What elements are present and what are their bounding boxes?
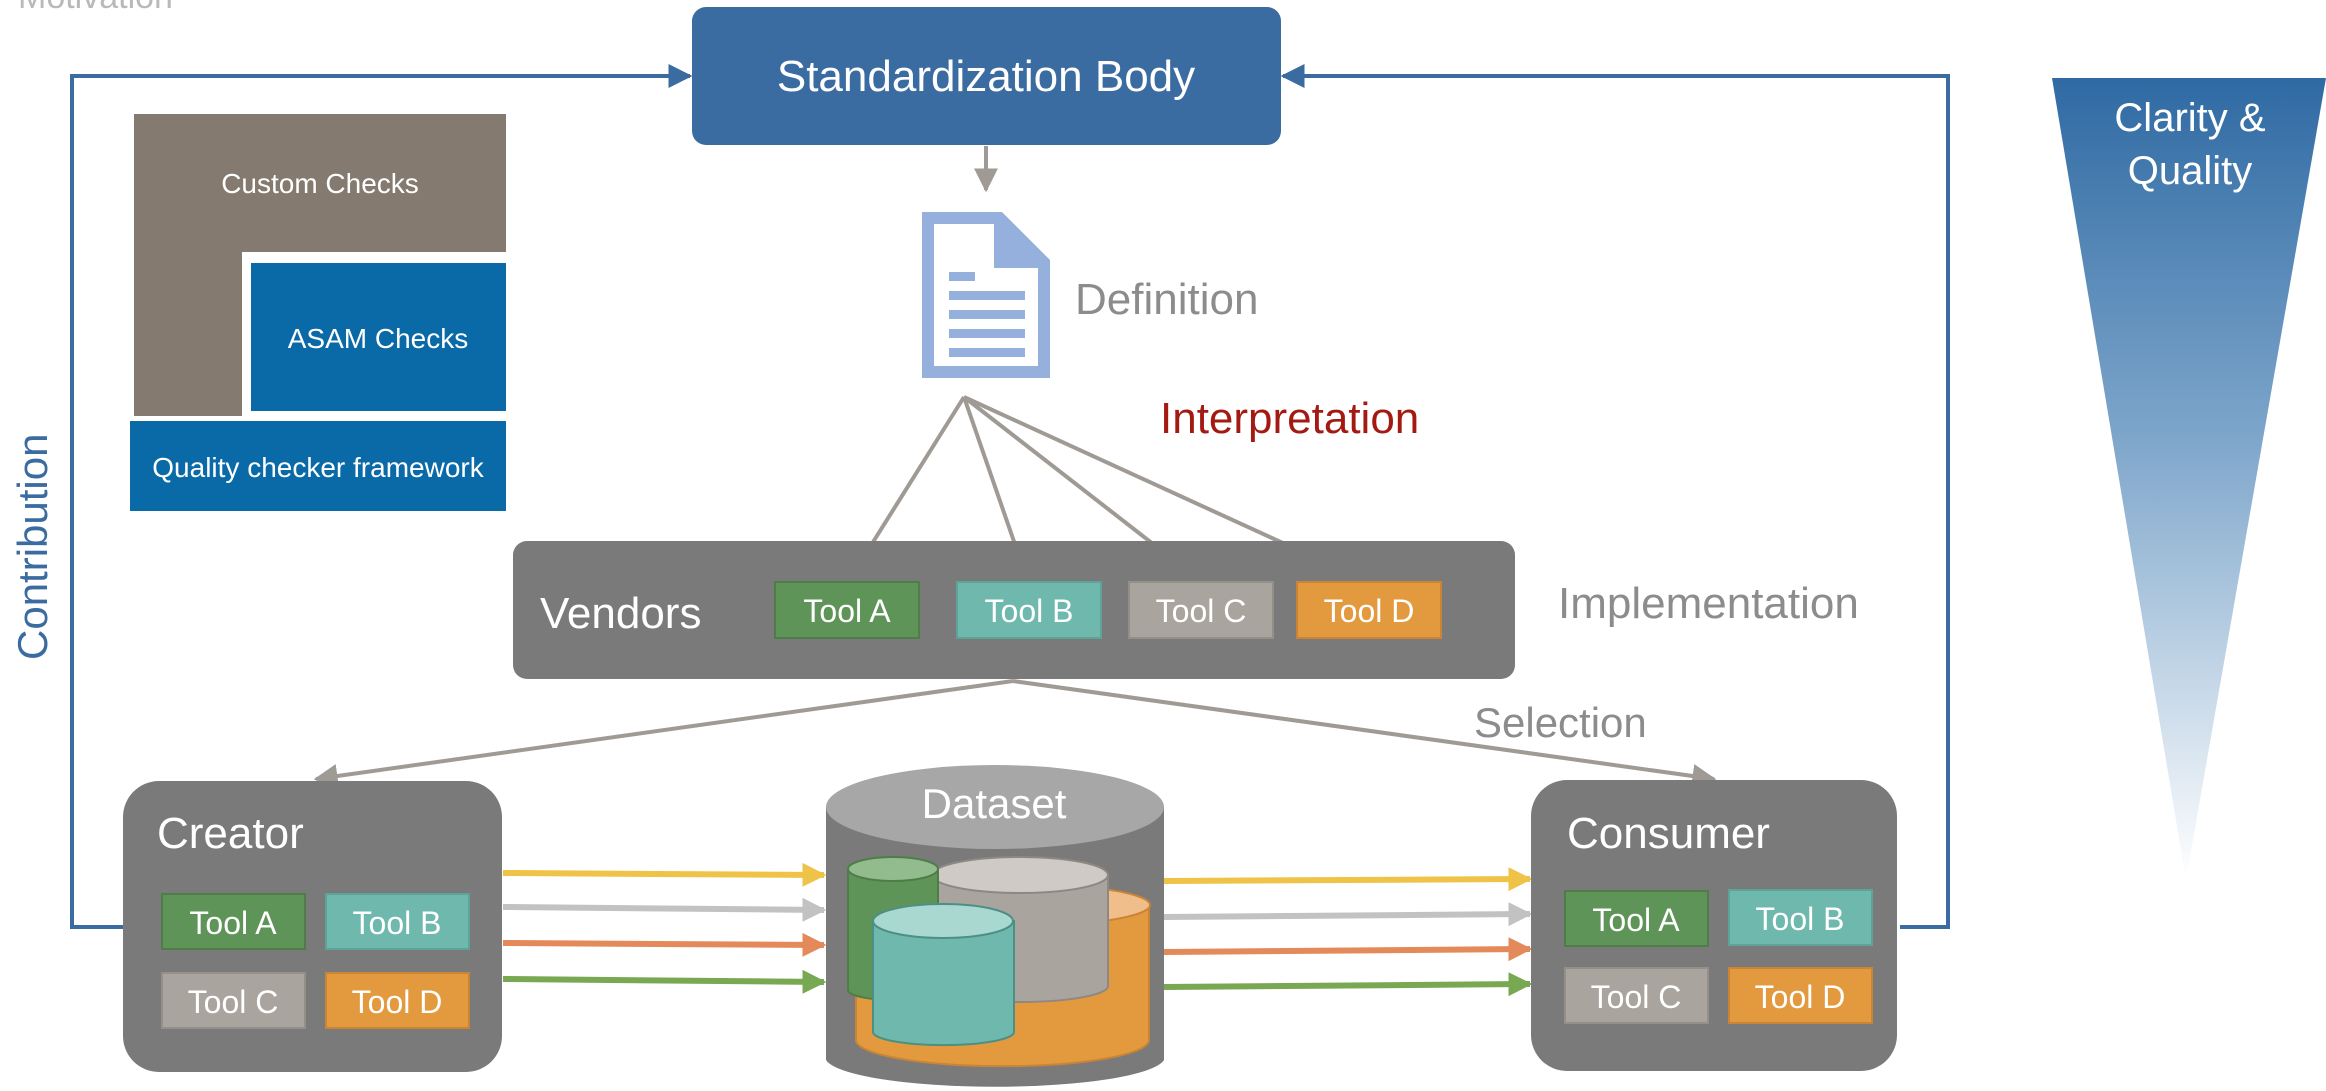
slide-heading: Motivation	[18, 0, 173, 16]
creator-tool-b: Tool B	[325, 893, 470, 950]
definition-label: Definition	[1075, 275, 1258, 324]
consumer-tool-d-label: Tool D	[1755, 979, 1846, 1015]
vendor-tool-d: Tool D	[1296, 581, 1442, 639]
creator-tool-c: Tool C	[161, 972, 306, 1029]
contribution-label: Contribution	[9, 434, 56, 660]
vendor-tool-a: Tool A	[774, 581, 920, 639]
clarity-label-line1: Clarity &	[2114, 96, 2265, 140]
contribution-left-arrow	[70, 64, 693, 929]
selection-label: Selection	[1474, 699, 1647, 746]
consumer-label: Consumer	[1567, 809, 1770, 858]
document-icon	[922, 212, 1050, 378]
vendor-tool-b: Tool B	[956, 581, 1102, 639]
implementation-label: Implementation	[1558, 579, 1859, 628]
vendor-tool-c-label: Tool C	[1156, 593, 1247, 629]
standardization-body-label: Standardization Body	[777, 52, 1195, 101]
contribution-right-arrow	[1280, 64, 1950, 929]
clarity-quality-wedge	[2052, 78, 2326, 880]
consumer-tool-a-label: Tool A	[1592, 902, 1680, 938]
vendors-label: Vendors	[540, 589, 701, 638]
asam-checks-block	[251, 263, 506, 411]
quality-checker-framework-label: Quality checker framework	[152, 452, 484, 483]
contribution-loop	[70, 64, 1950, 929]
creator-tool-c-label: Tool C	[188, 984, 279, 1020]
creator-tool-a-label: Tool A	[189, 905, 277, 941]
interpretation-label: Interpretation	[1160, 394, 1419, 443]
creator-to-dataset-flows	[502, 862, 827, 994]
custom-checks-block	[134, 114, 506, 416]
selection-arrows	[313, 679, 1717, 788]
creator-tool-d-label: Tool D	[352, 984, 443, 1020]
creator-label: Creator	[157, 809, 304, 858]
consumer-tool-b-label: Tool B	[1756, 901, 1845, 937]
dataset-cylinder	[826, 765, 1164, 1087]
custom-checks-label: Custom Checks	[221, 168, 419, 199]
vendor-tool-d-label: Tool D	[1324, 593, 1415, 629]
vendor-tool-b-label: Tool B	[985, 593, 1074, 629]
consumer-tool-c: Tool C	[1564, 967, 1709, 1024]
dataset-label: Dataset	[922, 780, 1067, 827]
consumer-tool-d: Tool D	[1728, 967, 1873, 1024]
consumer-tool-c-label: Tool C	[1591, 979, 1682, 1015]
asam-checks-label: ASAM Checks	[288, 323, 469, 354]
creator-tool-d: Tool D	[325, 972, 470, 1029]
consumer-tool-a: Tool A	[1564, 890, 1709, 947]
dataset-to-consumer-flows	[1163, 867, 1533, 997]
quality-checker-framework-block	[130, 421, 506, 511]
vendor-tool-c: Tool C	[1128, 581, 1274, 639]
creator-tool-a: Tool A	[161, 893, 306, 950]
creator-tool-b-label: Tool B	[353, 905, 442, 941]
consumer-tool-b: Tool B	[1728, 889, 1873, 946]
vendor-tool-a-label: Tool A	[803, 593, 891, 629]
standardization-body-box	[692, 7, 1281, 145]
clarity-label-line2: Quality	[2128, 149, 2253, 193]
